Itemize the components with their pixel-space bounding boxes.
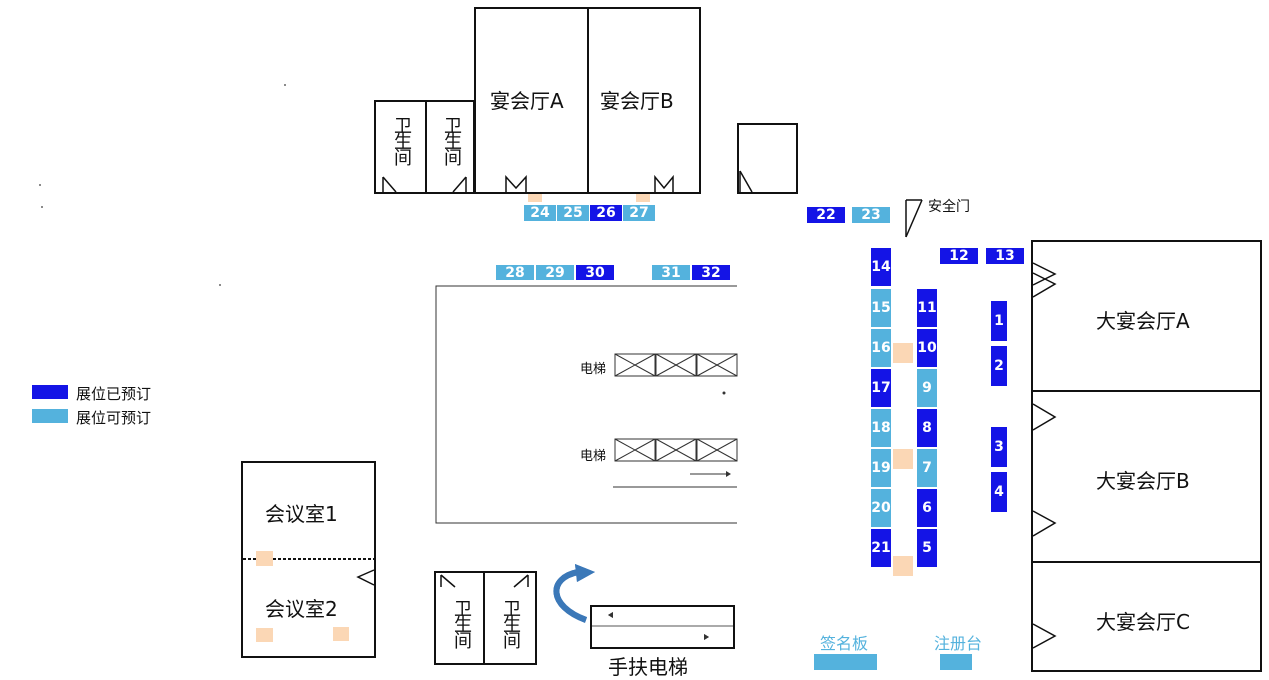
booth-16[interactable]: 16	[871, 329, 891, 367]
meeting-room-1-label: 会议室1	[265, 502, 338, 526]
booth-29[interactable]: 29	[536, 265, 574, 281]
legend-available-swatch	[32, 409, 68, 423]
booth-10[interactable]: 10	[917, 329, 937, 367]
escalator-label: 手扶电梯	[608, 655, 688, 679]
booth-7[interactable]: 7	[917, 449, 937, 487]
legend-booked-label: 展位已预订	[76, 385, 152, 403]
restroom-top-2[interactable]: 卫生间	[425, 100, 475, 194]
elevator-label-2: 电梯	[580, 449, 607, 464]
booth-19[interactable]: 19	[871, 449, 891, 487]
banquet-hall-b-label: 宴会厅B	[600, 89, 674, 113]
booth-17[interactable]: 17	[871, 369, 891, 407]
booth-3[interactable]: 3	[991, 427, 1007, 467]
banquet-hall-b[interactable]: 宴会厅B	[587, 7, 701, 194]
booth-11[interactable]: 11	[917, 289, 937, 327]
pad	[333, 627, 349, 641]
restroom-top-2-label: 卫生间	[441, 116, 462, 164]
booth-21[interactable]: 21	[871, 529, 891, 567]
booth-5[interactable]: 5	[917, 529, 937, 567]
grand-hall-a[interactable]: 大宴会厅A	[1031, 240, 1262, 392]
pad	[636, 194, 650, 202]
booth-4[interactable]: 4	[991, 472, 1007, 512]
booth-32[interactable]: 32	[692, 265, 730, 281]
elevator-cars-top	[614, 353, 738, 377]
restroom-bottom-2-label: 卫生间	[500, 599, 521, 647]
pad	[893, 343, 913, 363]
booth-1[interactable]: 1	[991, 301, 1007, 341]
booth-23[interactable]: 23	[852, 207, 890, 223]
booth-30[interactable]: 30	[576, 265, 614, 281]
banquet-hall-a-label: 宴会厅A	[490, 89, 564, 113]
booth-26[interactable]: 26	[590, 205, 622, 221]
sign-board-label: 签名板	[820, 634, 869, 653]
booth-13[interactable]: 13	[986, 248, 1024, 264]
grand-hall-b[interactable]: 大宴会厅B	[1031, 390, 1262, 563]
booth-12[interactable]: 12	[940, 248, 978, 264]
legend-booked-swatch	[32, 385, 68, 399]
pad	[256, 551, 273, 566]
pad	[893, 449, 913, 469]
grand-hall-c[interactable]: 大宴会厅C	[1031, 561, 1262, 672]
escalator[interactable]	[590, 605, 735, 649]
booth-27[interactable]: 27	[623, 205, 655, 221]
booth-6[interactable]: 6	[917, 489, 937, 527]
booth-18[interactable]: 18	[871, 409, 891, 447]
registration-desk[interactable]	[940, 654, 972, 670]
booth-28[interactable]: 28	[496, 265, 534, 281]
legend-available-label: 展位可预订	[76, 409, 152, 427]
sign-board[interactable]	[814, 654, 877, 670]
booth-31[interactable]: 31	[652, 265, 690, 281]
meeting-room-2-label: 会议室2	[265, 597, 338, 621]
grand-hall-a-label: 大宴会厅A	[1096, 309, 1190, 333]
registration-label: 注册台	[934, 634, 983, 653]
booth-14[interactable]: 14	[871, 248, 891, 286]
booth-8[interactable]: 8	[917, 409, 937, 447]
restroom-bottom-1-label: 卫生间	[451, 599, 472, 647]
booth-24[interactable]: 24	[524, 205, 556, 221]
pad	[528, 194, 542, 202]
safety-door-label: 安全门	[928, 199, 970, 215]
grand-hall-b-label: 大宴会厅B	[1096, 469, 1190, 493]
booth-25[interactable]: 25	[557, 205, 589, 221]
booth-9[interactable]: 9	[917, 369, 937, 407]
pad	[256, 628, 273, 642]
booth-22[interactable]: 22	[807, 207, 845, 223]
grand-hall-c-label: 大宴会厅C	[1096, 610, 1190, 634]
restroom-top-1-label: 卫生间	[391, 116, 412, 164]
elevator-cars-bottom	[614, 438, 738, 462]
booth-15[interactable]: 15	[871, 289, 891, 327]
booth-20[interactable]: 20	[871, 489, 891, 527]
booth-2[interactable]: 2	[991, 346, 1007, 386]
pad	[893, 556, 913, 576]
elevator-label-1: 电梯	[580, 362, 607, 377]
